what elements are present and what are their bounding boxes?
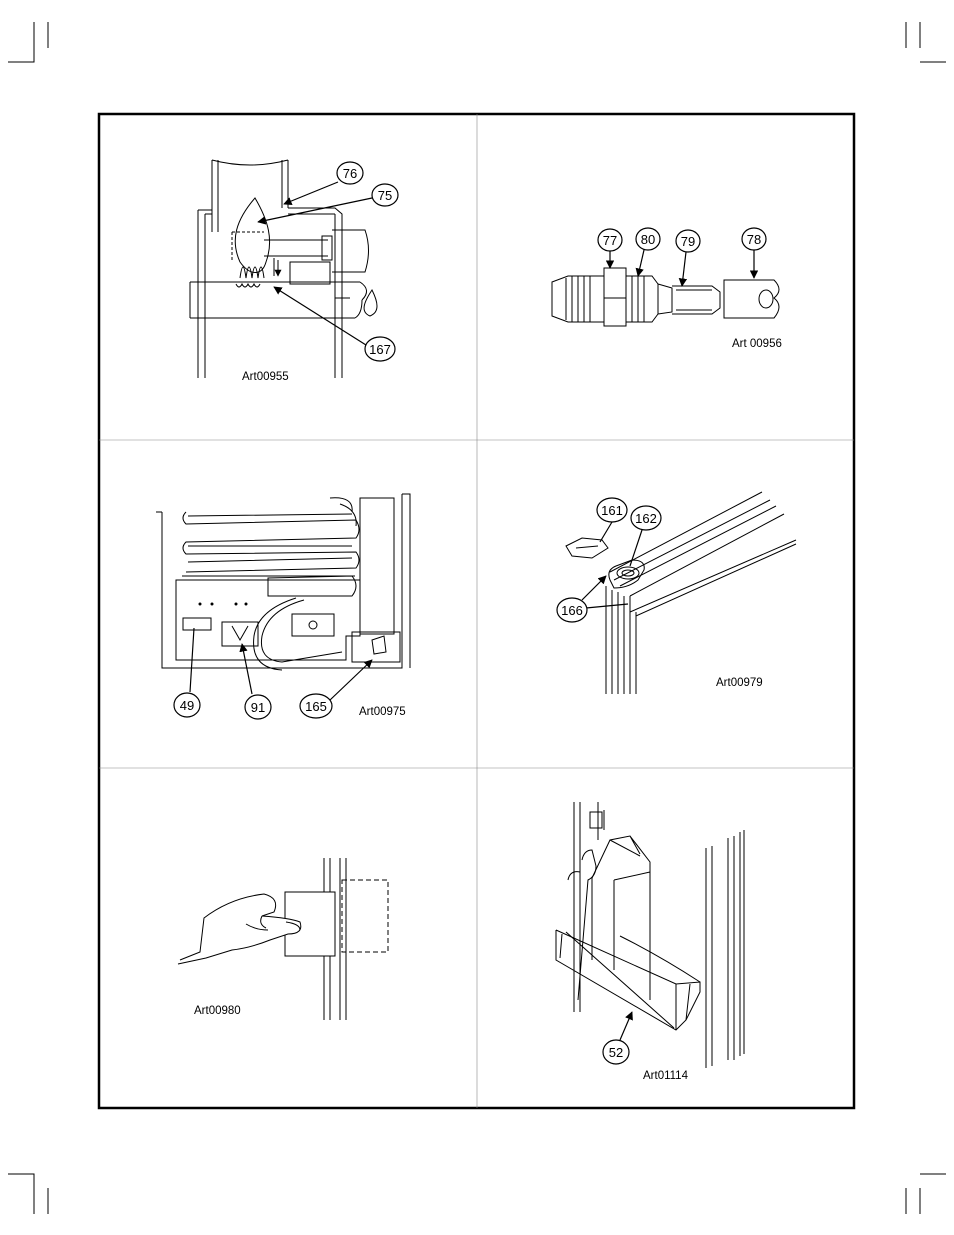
callout-79: 79	[675, 229, 701, 287]
callout-49: 49	[173, 627, 201, 718]
panel-door-shelf: 52 Art01114	[555, 802, 745, 1082]
art-label-01114: Art01114	[643, 1070, 689, 1082]
door-hinge-drawing	[565, 491, 797, 694]
callout-161-label: 161	[601, 503, 623, 518]
callout-78: 78	[741, 227, 767, 279]
callout-166-label: 166	[561, 603, 583, 618]
callout-167-label: 167	[369, 342, 391, 357]
panel-door-hinge: 161 162 166 Art00979	[556, 491, 797, 694]
callout-77: 77	[597, 228, 623, 269]
cooling-unit-drawing	[156, 493, 411, 671]
callout-165: 165	[299, 659, 373, 719]
callout-166: 166	[556, 575, 629, 623]
callout-162: 162	[629, 505, 662, 567]
art-label-00980: Art00980	[194, 1005, 241, 1017]
callout-165-label: 165	[305, 699, 327, 714]
callout-91-label: 91	[251, 700, 265, 715]
callout-78-label: 78	[747, 232, 761, 247]
callout-161: 161	[596, 497, 628, 543]
fitting-drawing	[551, 267, 780, 327]
callout-75-label: 75	[378, 188, 392, 203]
panel-cooling-unit: 49 91 165 Art00975	[156, 493, 411, 720]
callout-80: 80	[635, 227, 661, 277]
callout-76-label: 76	[343, 166, 357, 181]
callout-91: 91	[239, 643, 272, 720]
callout-76: 76	[283, 161, 364, 206]
door-panel-drawing	[177, 858, 389, 1020]
art-label-00975: Art00975	[359, 706, 406, 718]
panel-door-panel: Art00980	[177, 858, 389, 1020]
figure-frame	[97, 112, 856, 1110]
crop-marks	[8, 22, 946, 1214]
callout-162-label: 162	[635, 511, 657, 526]
art-label-00956: Art 00956	[732, 338, 782, 350]
callout-52: 52	[602, 1011, 633, 1065]
art-label-00979: Art00979	[716, 677, 763, 689]
door-shelf-drawing	[555, 802, 745, 1068]
callout-49-label: 49	[180, 698, 194, 713]
callout-75: 75	[257, 183, 399, 225]
callout-80-label: 80	[641, 232, 655, 247]
callout-79-label: 79	[681, 234, 695, 249]
callout-77-label: 77	[603, 233, 617, 248]
callout-167: 167	[273, 286, 396, 362]
art-label-00955: Art00955	[242, 371, 289, 383]
panel-fitting: 77 80 79 78 Art 00956	[551, 227, 782, 350]
panel-gas-burner: 76 75 167 Art00955	[189, 159, 399, 383]
burner-drawing	[189, 159, 378, 378]
callout-52-label: 52	[609, 1045, 623, 1060]
